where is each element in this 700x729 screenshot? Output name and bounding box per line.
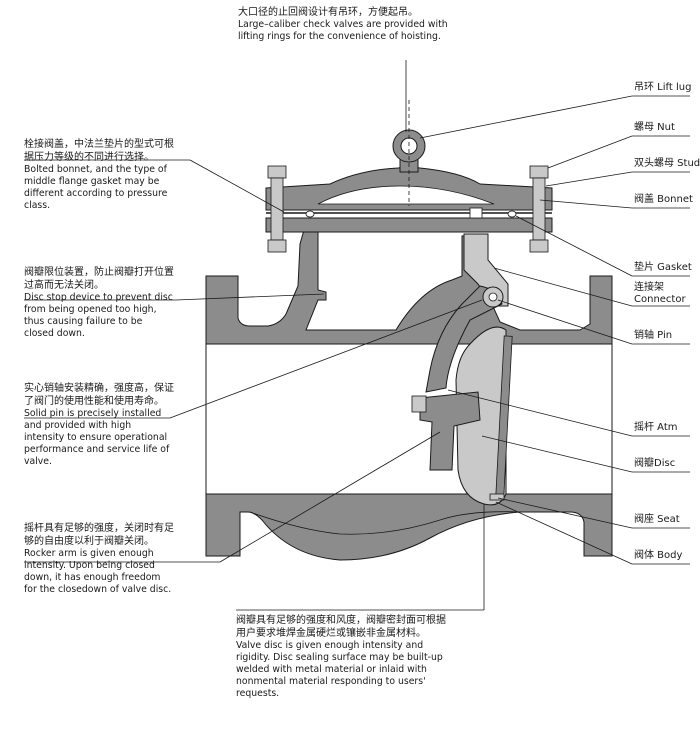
disc-assembly xyxy=(411,285,513,506)
label-disc: 阀瓣Disc xyxy=(634,458,676,469)
seat-ring xyxy=(489,493,505,501)
label-connector-zh: 连接架 xyxy=(634,282,664,293)
note-solid-pin: 实心销轴安装精确，强度高，保证了阀门的使用性能和使用寿命。 Solid pin … xyxy=(24,382,174,468)
note-disc-stop-en: Disc stop device to prevent disc from be… xyxy=(24,292,173,339)
note-bonnet-zh: 栓接阀盖，中法兰垫片的型式可根据压力等级的不同进行选择。 xyxy=(24,139,174,163)
note-disc-stop-zh: 阀瓣限位装置，防止阀瓣打开位置过高而无法关闭。 xyxy=(24,267,174,291)
note-lifting-ring-en: Large–caliber check valves are provided … xyxy=(238,19,448,42)
note-disc-stop: 阀瓣限位装置，防止阀瓣打开位置过高而无法关闭。 Disc stop device… xyxy=(24,266,174,340)
note-valve-disc: 阀瓣具有足够的强度和风度，阀瓣密封面可根据用户要求堆焊金属硬烂或镶嵌非金属材料。… xyxy=(236,614,446,700)
body-bore xyxy=(205,343,613,495)
valve-body xyxy=(205,229,613,561)
bonnet xyxy=(265,166,553,233)
studs-nuts xyxy=(267,165,549,253)
note-solid-pin-zh: 实心销轴安装精确，强度高，保证了阀门的使用性能和使用寿命。 xyxy=(24,383,174,407)
label-gasket: 垫片 Gasket xyxy=(634,262,692,273)
body-upper-wall xyxy=(205,229,613,345)
note-valve-disc-en: Valve disc is given enough intensity and… xyxy=(236,640,443,699)
note-lifting-ring-zh: 大口径的止回阀设计有吊环，方便起吊。 xyxy=(238,7,418,18)
leader-lines xyxy=(24,60,690,611)
note-bonnet-en: Bolted bonnet, and the type of middle fl… xyxy=(24,164,168,211)
label-pin: 销轴 Pin xyxy=(634,330,673,341)
note-bonnet: 栓接阀盖，中法兰垫片的型式可根据压力等级的不同进行选择。 Bolted bonn… xyxy=(24,138,174,212)
note-rocker-arm-en: Rocker arm is given enough intensity. Up… xyxy=(24,548,172,595)
note-valve-disc-zh: 阀瓣具有足够的强度和风度，阀瓣密封面可根据用户要求堆焊金属硬烂或镶嵌非金属材料。 xyxy=(236,615,446,639)
label-nut: 螺母 Nut xyxy=(634,122,675,133)
label-lift-lug: 吊环 Lift lug xyxy=(634,82,692,93)
label-bonnet: 阀盖 Bonnet xyxy=(634,194,693,205)
label-atm: 摇杆 Atm xyxy=(634,422,678,433)
note-lifting-ring: 大口径的止回阀设计有吊环，方便起吊。 Large–caliber check v… xyxy=(238,6,458,43)
body-middle-flange xyxy=(265,217,553,233)
label-stud: 双头螺母 Stud xyxy=(634,158,700,169)
note-solid-pin-en: Solid pin is precisely installed and pro… xyxy=(24,408,170,467)
lift-lug xyxy=(392,100,426,206)
note-rocker-arm: 摇杆具有足够的强度，关闭时有足够的自由度以利于阀瓣关闭。 Rocker arm … xyxy=(24,522,174,596)
label-connector-en: Connector xyxy=(634,294,686,305)
label-body: 阀体 Body xyxy=(634,550,683,561)
note-rocker-arm-zh: 摇杆具有足够的强度，关闭时有足够的自由度以利于阀瓣关闭。 xyxy=(24,523,174,547)
label-seat: 阀座 Seat xyxy=(634,514,680,525)
